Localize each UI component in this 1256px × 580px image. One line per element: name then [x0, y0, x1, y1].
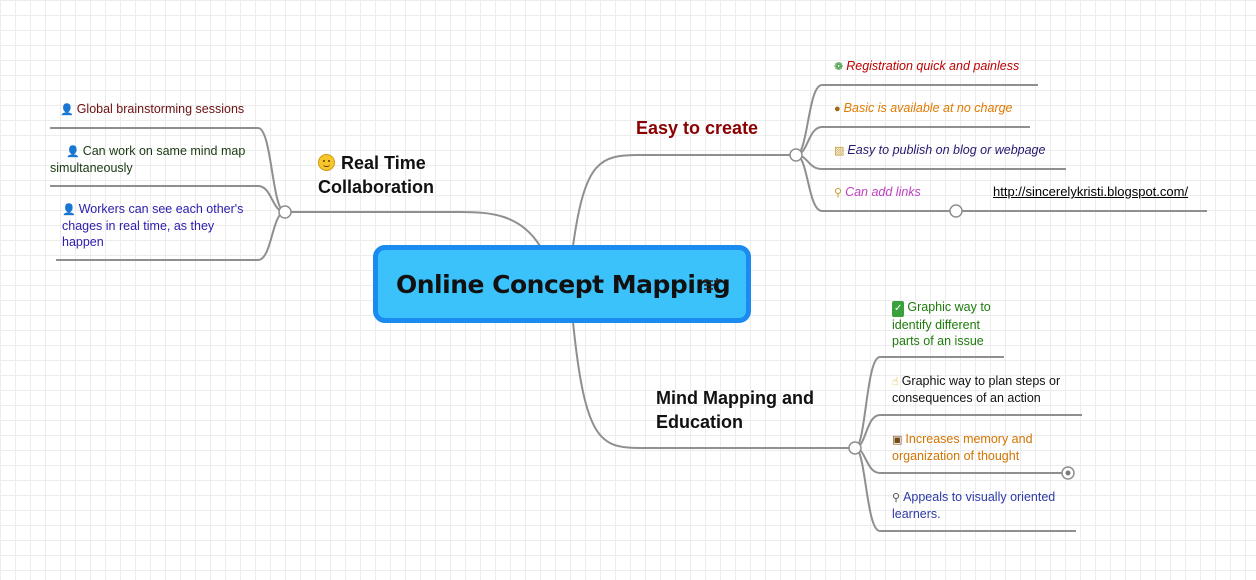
collapse-handle-easy: [789, 148, 803, 162]
branch-title: Easy to create: [636, 118, 759, 138]
connector-easy: [572, 154, 796, 247]
connector-education: [572, 321, 855, 449]
branch-title-line2: Collaboration: [318, 177, 434, 197]
collapse-handle-education: [848, 441, 862, 455]
easy-item-no-charge[interactable]: ●Basic is available at no charge: [834, 101, 1013, 115]
magnifier-icon: ⚲: [892, 492, 901, 504]
collab-item-global-brainstorming[interactable]: 👤Global brainstorming sessions: [60, 102, 245, 116]
thumbs-up-icon: ☝: [892, 376, 899, 388]
connector-collaboration: [285, 211, 541, 247]
notes-icon[interactable]: [704, 278, 720, 292]
branch-title-line1: Real Time: [341, 153, 426, 173]
user-icon: 👤: [62, 204, 76, 216]
collapse-handle-link: [949, 204, 963, 218]
lock-icon: ▨: [834, 145, 845, 157]
easy-item-registration[interactable]: ❁Registration quick and painless: [834, 59, 1020, 73]
branch-title-line1: Mind Mapping and: [656, 388, 814, 408]
user-icon: 👤: [60, 104, 74, 116]
edu-item-identify-parts[interactable]: ✓Graphic way to identify different parts…: [892, 300, 991, 348]
edu-item-visual-learners[interactable]: ⚲Appeals to visually oriented learners.: [892, 490, 1056, 521]
edu-item-memory[interactable]: ▣Increases memory and organization of th…: [892, 432, 1033, 463]
money-bag-icon: ●: [834, 103, 841, 115]
smiley-icon: [318, 154, 335, 171]
collab-item-see-changes[interactable]: 👤Workers can see each other's chages in …: [62, 202, 244, 249]
branch-title-line2: Education: [656, 412, 744, 432]
check-icon: ✓: [892, 301, 905, 317]
edu-item-plan-steps[interactable]: ☝Graphic way to plan steps or consequenc…: [892, 374, 1061, 405]
collab-item-same-mind-map[interactable]: 👤Can work on same mind map simultaneousl…: [50, 144, 246, 175]
connector-easy-item4: [795, 154, 956, 212]
easy-item-publish[interactable]: ▨Easy to publish on blog or webpage: [834, 143, 1046, 157]
briefcase-icon: ▣: [892, 434, 903, 446]
branch-easy-to-create[interactable]: Easy to create: [636, 116, 758, 140]
branch-mind-mapping-education[interactable]: Mind Mapping and Education: [656, 386, 814, 434]
central-topic-title: Online Concept Mapping: [396, 269, 731, 299]
flower-icon: ❁: [834, 61, 844, 73]
central-topic[interactable]: Online Concept Mapping: [373, 245, 751, 323]
user-icon: 👤: [66, 146, 80, 158]
branch-real-time-collaboration[interactable]: Real Time Collaboration: [318, 151, 434, 199]
key-icon: ⚲: [834, 187, 843, 199]
blog-link[interactable]: http://sincerelykristi.blogspot.com/: [993, 184, 1189, 199]
easy-item-add-links[interactable]: ⚲Can add links: [834, 185, 921, 199]
collapse-handle-collaboration: [278, 205, 292, 219]
